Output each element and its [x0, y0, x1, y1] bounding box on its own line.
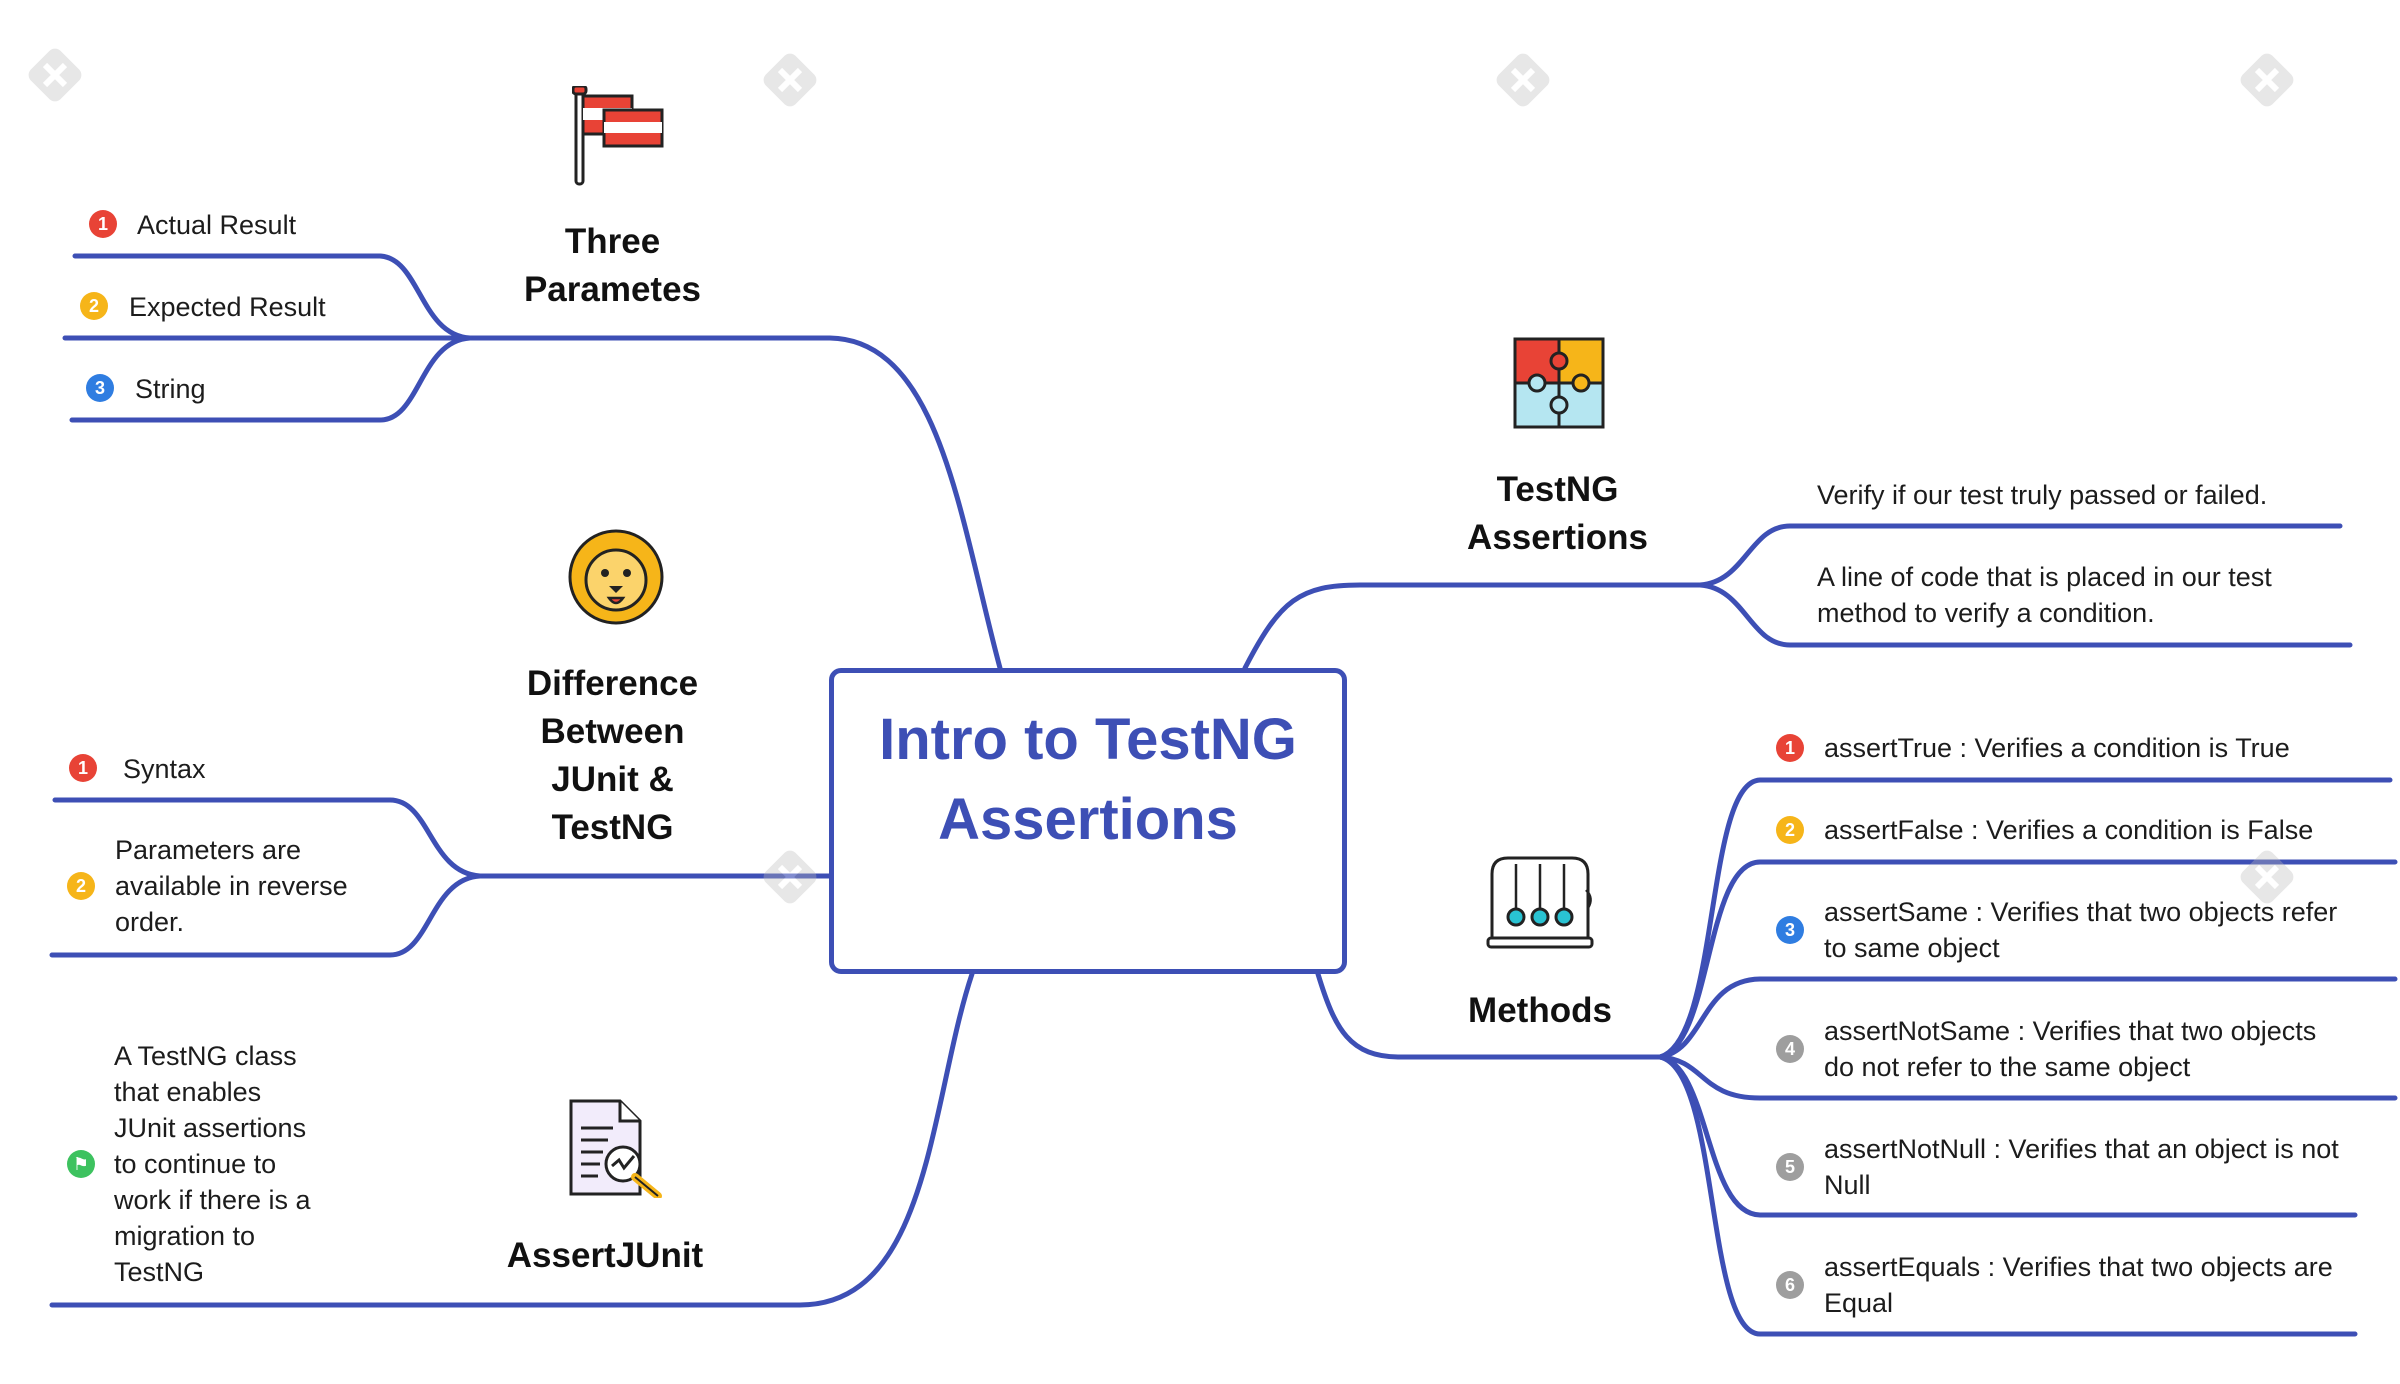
priority-1-icon: 1: [89, 210, 117, 238]
priority-4-icon: 4: [1776, 1035, 1804, 1063]
connector-assertjunit: [459, 971, 975, 1308]
item-assertnotnull[interactable]: assertNotNull : Verifies that an object …: [1824, 1134, 2339, 1200]
item-string[interactable]: String: [135, 374, 206, 404]
watermark-logo: [20, 40, 90, 115]
connector-parameters-reverse: [49, 873, 483, 958]
item-assertnotsame[interactable]: assertNotSame : Verifies that two object…: [1824, 1016, 2317, 1082]
item-assertfalse[interactable]: assertFalse : Verifies a condition is Fa…: [1824, 815, 2314, 845]
central-topic-box[interactable]: [829, 668, 1347, 974]
priority-2-icon: 2: [1776, 816, 1804, 844]
priority-3-icon: 3: [86, 374, 114, 402]
item-line-of-code[interactable]: A line of code that is placed in our tes…: [1817, 562, 2272, 628]
item-parameters-reverse[interactable]: Parameters are available in reverse orde…: [115, 835, 348, 937]
connector-syntax: [52, 797, 483, 879]
watermark-logo: [2232, 842, 2302, 917]
priority-6-icon: 6: [1776, 1271, 1804, 1299]
watermark-logo: [1488, 45, 1558, 120]
priority-3-icon: 3: [1776, 916, 1804, 944]
connector-verify: [1697, 523, 2343, 588]
watermark-logo: [755, 842, 825, 917]
task-flag-icon: ⚑: [67, 1150, 95, 1178]
central-topic-title: Intro to TestNG Assertions: [879, 707, 1297, 852]
item-expected-result[interactable]: Expected Result: [129, 292, 326, 322]
item-assertequals[interactable]: assertEquals : Verifies that two objects…: [1824, 1252, 2333, 1318]
priority-1-icon: 1: [69, 754, 97, 782]
priority-2-icon: 2: [80, 292, 108, 320]
connector-assertequals: [1657, 1054, 2358, 1337]
topic-assertjunit[interactable]: AssertJUnit: [506, 1236, 704, 1275]
topic-difference[interactable]: Difference Between JUnit & TestNG: [526, 664, 699, 847]
document-search-icon: [568, 1098, 664, 1203]
connector-methods: [1315, 971, 1663, 1060]
connector-assertnotsame: [1657, 1054, 2398, 1101]
watermark-logo: [755, 45, 825, 120]
connector-line-of-code: [1697, 582, 2353, 648]
puzzle-icon: [1512, 336, 1606, 435]
topic-methods[interactable]: Methods: [1468, 991, 1612, 1030]
priority-1-icon: 1: [1776, 734, 1804, 762]
connector-assertsame: [1657, 976, 2398, 1060]
item-actual-result[interactable]: Actual Result: [137, 210, 297, 240]
item-assertsame[interactable]: assertSame : Verifies that two objects r…: [1824, 897, 2338, 963]
item-syntax[interactable]: Syntax: [123, 754, 206, 784]
connector-three-parameters: [467, 335, 1003, 671]
priority-2-icon: 2: [67, 872, 95, 900]
item-verify-passed-failed[interactable]: Verify if our test truly passed or faile…: [1817, 480, 2268, 510]
connector-testng-assertions: [1242, 582, 1703, 671]
topic-testng-assertions[interactable]: TestNG Assertions: [1467, 470, 1648, 557]
connector-actual-result: [72, 253, 473, 341]
item-asserttrue[interactable]: assertTrue : Verifies a condition is Tru…: [1824, 733, 2290, 763]
priority-5-icon: 5: [1776, 1153, 1804, 1181]
watermark-logo: [2232, 45, 2302, 120]
item-assertjunit-note[interactable]: A TestNG class that enables JUnit assert…: [114, 1041, 311, 1287]
lion-icon: [565, 526, 667, 633]
topic-three-parameters[interactable]: Three Parametes: [523, 222, 702, 309]
flag-icon: [571, 84, 666, 191]
connector-assertfalse: [1657, 859, 2398, 1060]
connector-string: [69, 335, 473, 423]
newtons-cradle-icon: [1486, 854, 1598, 955]
